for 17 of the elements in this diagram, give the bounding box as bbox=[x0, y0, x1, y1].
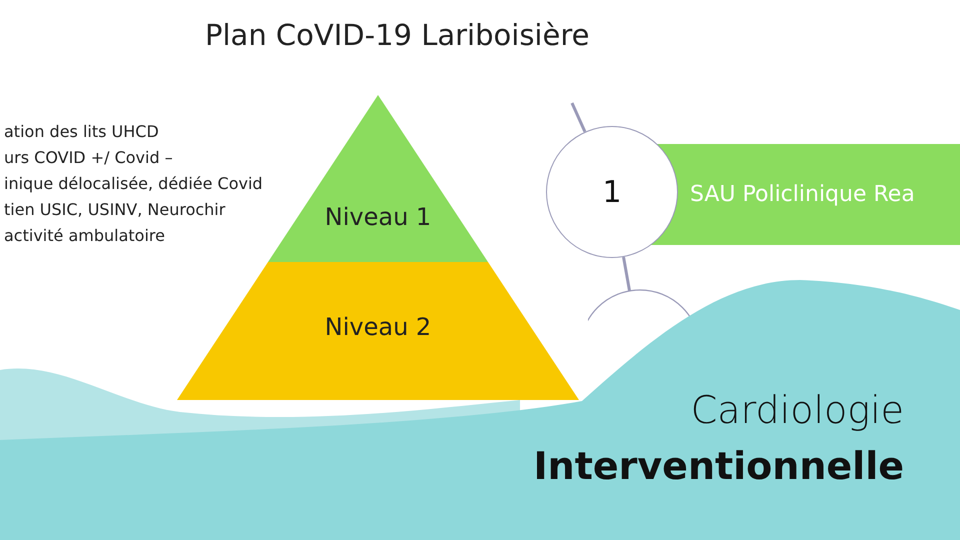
bullet-text: inique délocalisée, dédiée Covid bbox=[4, 174, 263, 193]
node-label: 1 bbox=[602, 174, 622, 210]
bullet-text: tien USIC, USINV, Neurochir bbox=[4, 200, 226, 219]
bullet-text: urs COVID +/ Covid – bbox=[4, 148, 173, 167]
connector-line bbox=[622, 256, 631, 292]
pyramid-level bbox=[177, 262, 579, 400]
overlay-title: Interventionnelle bbox=[534, 444, 904, 488]
connector-line bbox=[570, 102, 586, 132]
node-label: Niveau 1 bbox=[324, 202, 432, 230]
level-bar bbox=[650, 144, 960, 245]
overlay-title: Cardiologie bbox=[690, 388, 904, 432]
node-label: Niveau 2 bbox=[324, 313, 432, 341]
node-label: SAU Policlinique Rea bbox=[690, 182, 915, 207]
slide-title: Plan CoVID-19 Lariboisière bbox=[205, 18, 590, 52]
bullet-text: ation des lits UHCD bbox=[4, 122, 159, 141]
pyramid-level bbox=[268, 95, 488, 262]
bullet-text: activité ambulatoire bbox=[4, 226, 165, 245]
